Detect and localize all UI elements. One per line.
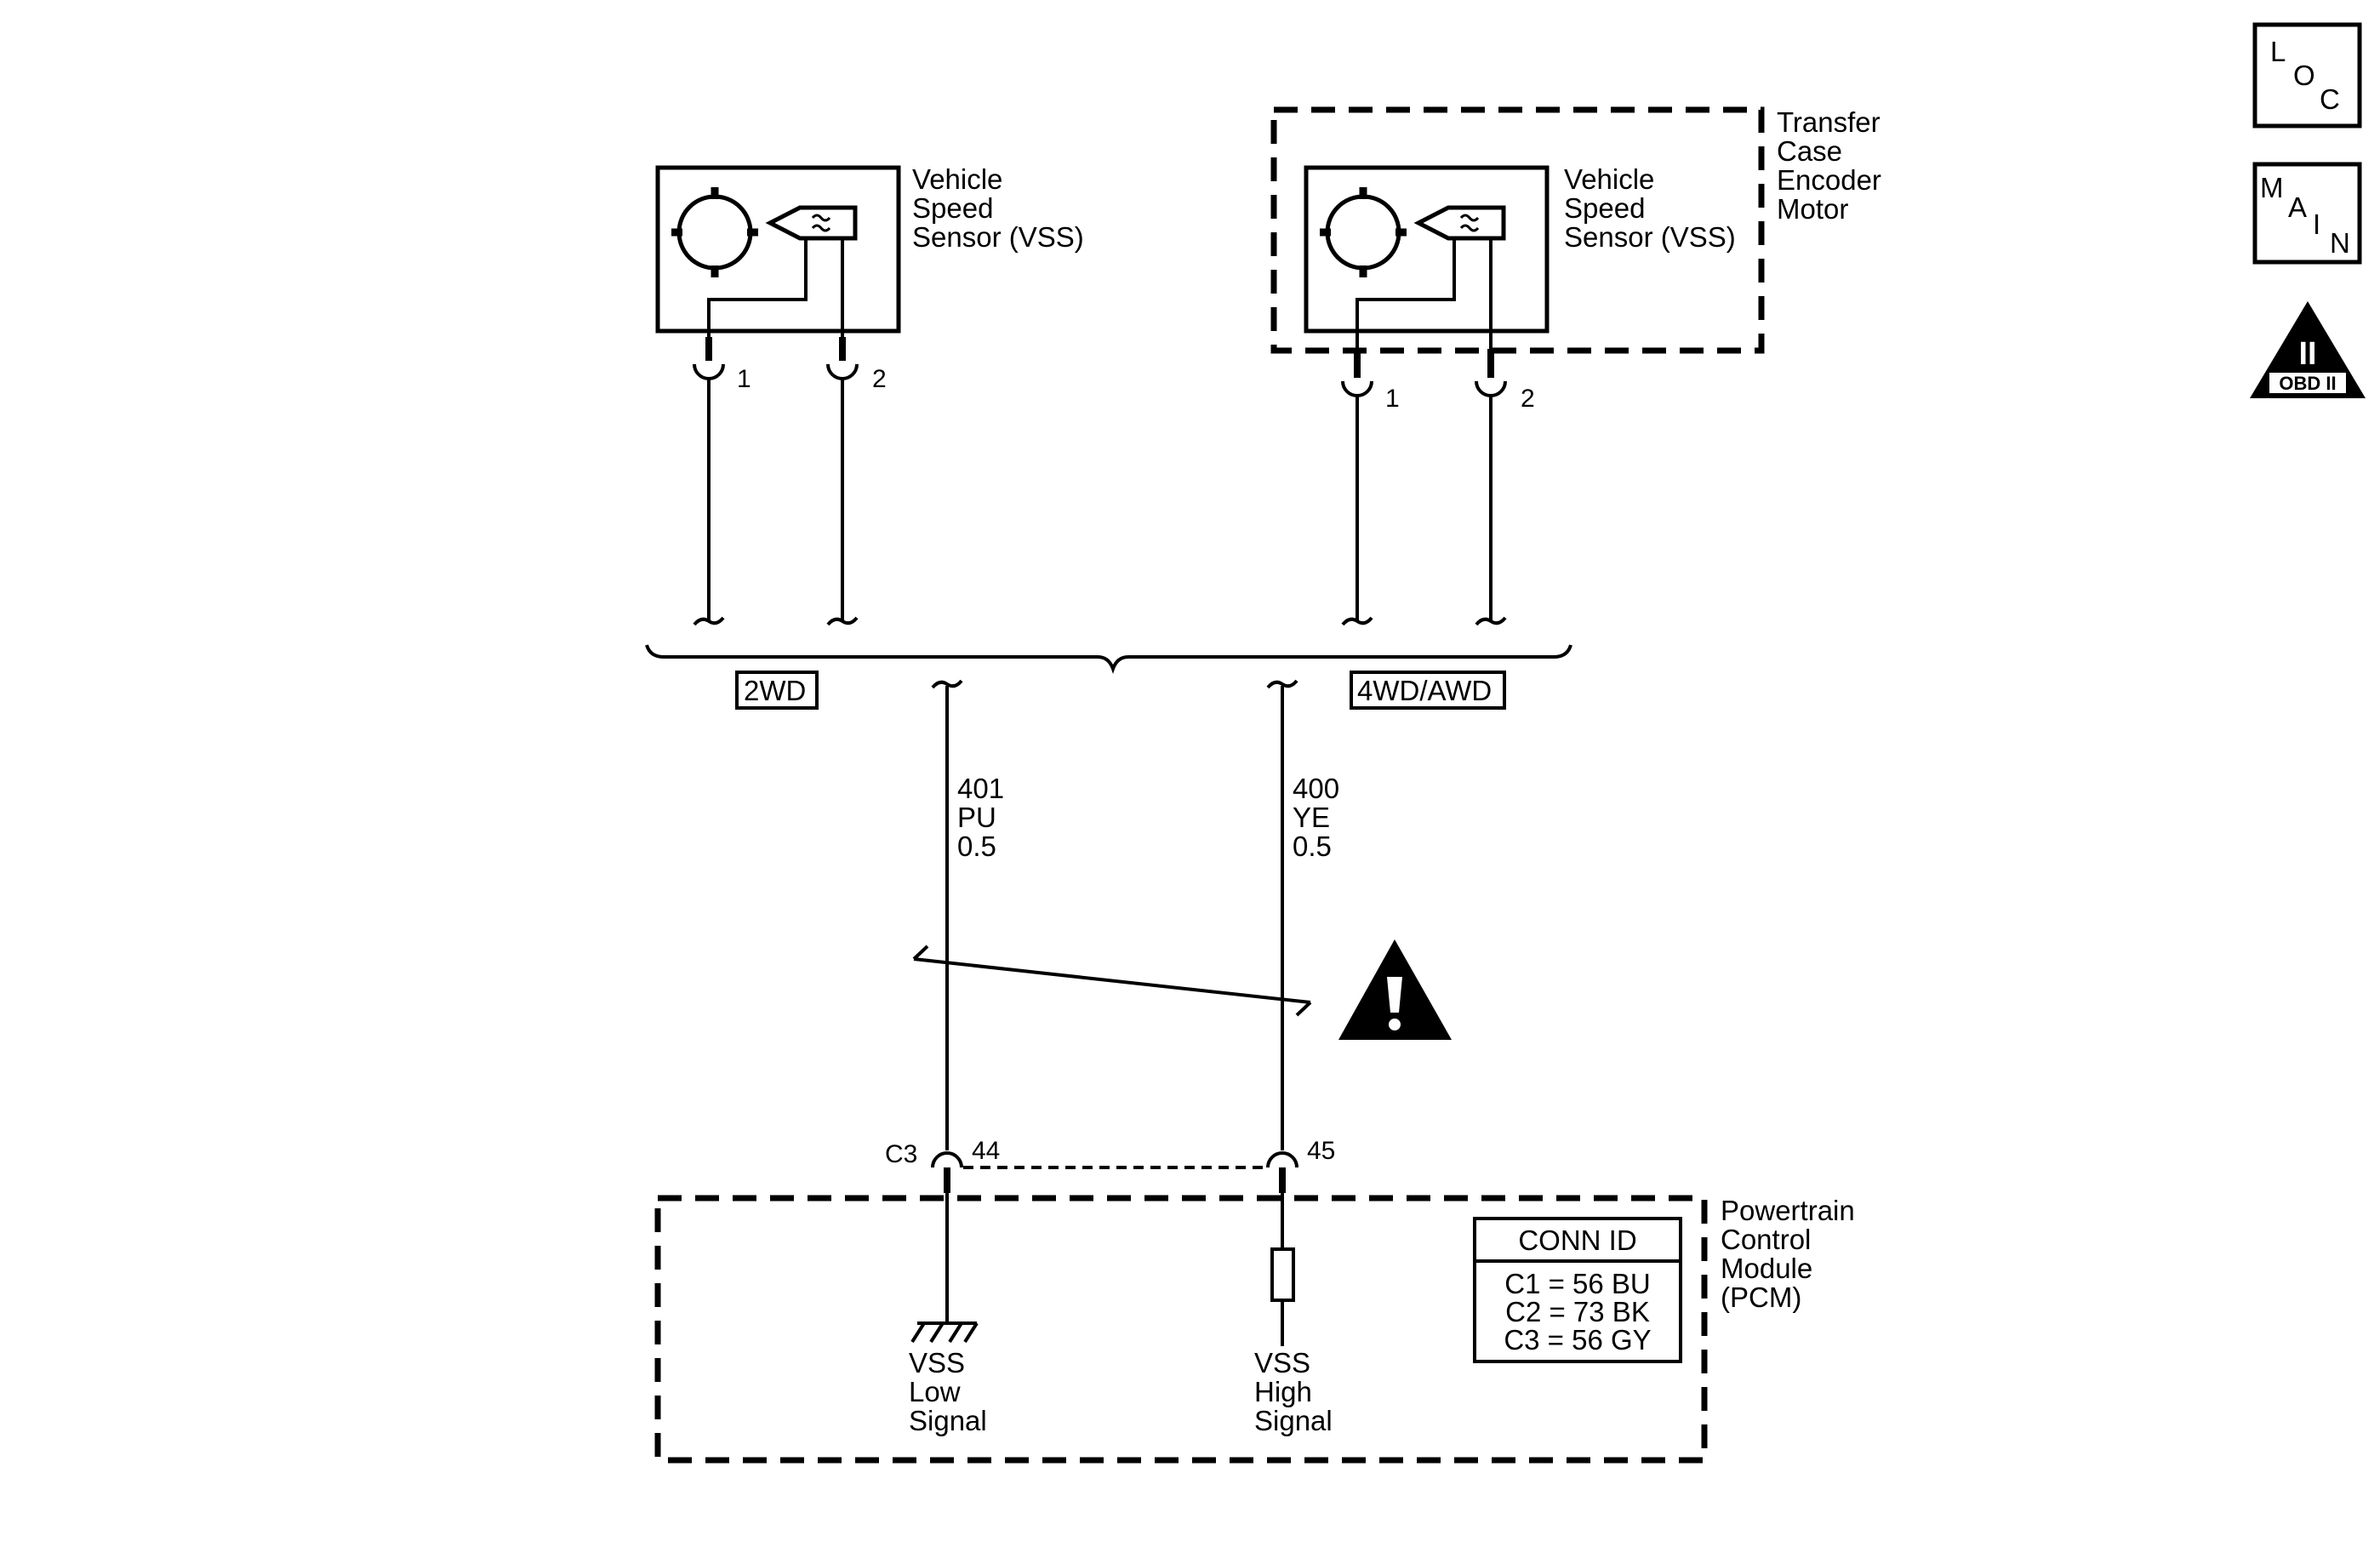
wire-401-label: 401 PU 0.5: [957, 773, 1012, 862]
vss-low-signal-label: VSS Low Signal: [909, 1347, 987, 1436]
vss-2wd-pin-2: 2: [872, 365, 887, 393]
conn-id-row: C1 = 56 BU: [1504, 1268, 1651, 1299]
obd-ii-button[interactable]: II OBD II: [2250, 301, 2366, 398]
sensor-probe-icon: [1413, 205, 1506, 241]
svg-text:I: I: [2313, 208, 2320, 240]
connector-c3-pin-44: 44: [972, 1137, 1000, 1165]
option-brace: 2WD 4WD/AWD: [645, 644, 1572, 710]
svg-text:OBD II: OBD II: [2279, 373, 2336, 394]
loc-button[interactable]: L O C: [2252, 22, 2362, 128]
pcm-label: Powertrain Control Module (PCM): [1721, 1195, 1863, 1313]
vss-2wd-label: Vehicle Speed Sensor (VSS): [912, 163, 1084, 253]
caution-icon: [1338, 939, 1452, 1040]
svg-text:O: O: [2293, 60, 2315, 91]
vss-4wd-label: Vehicle Speed Sensor (VSS): [1564, 163, 1736, 253]
conn-id-title: CONN ID: [1518, 1224, 1636, 1256]
main-button[interactable]: M A I N: [2252, 162, 2362, 265]
vss-sensor-4wd: 1 2 Vehicle Speed Sensor (VSS): [1304, 163, 1736, 626]
svg-text:A: A: [2288, 191, 2307, 223]
ground-icon: [910, 1321, 979, 1344]
sensor-probe-icon: [765, 205, 858, 241]
svg-text:C: C: [2320, 83, 2340, 115]
connector-c3-pin-45: 45: [1307, 1137, 1335, 1165]
connector-c3: C3 44 45: [885, 1137, 1335, 1193]
conn-id-row: C2 = 73 BK: [1505, 1296, 1650, 1327]
powertrain-control-module: Powertrain Control Module (PCM) VSS Low …: [654, 1193, 1863, 1464]
tone-wheel-icon: [1320, 187, 1407, 277]
tone-wheel-icon: [671, 187, 758, 277]
wire-400-label: 400 YE 0.5: [1293, 773, 1347, 862]
svg-text:L: L: [2270, 36, 2286, 67]
vss-4wd-pin-2: 2: [1521, 385, 1535, 413]
svg-text:N: N: [2330, 227, 2350, 259]
option-2wd-label: 2WD: [744, 675, 806, 706]
transfer-case-encoder-motor: Transfer Case Encoder Motor: [1270, 106, 1889, 354]
option-4wd-awd-label: 4WD/AWD: [1357, 675, 1492, 706]
vss-sensor-2wd: 1 2 Vehicle Speed Sensor (VSS): [655, 163, 1084, 626]
vss-2wd-pin-1: 1: [737, 365, 751, 393]
resistor-icon: [1270, 1247, 1295, 1302]
vss-high-signal-label: VSS High Signal: [1254, 1347, 1333, 1436]
wire-401: 401 PU 0.5: [931, 679, 1012, 1150]
connector-c3-name: C3: [885, 1140, 917, 1168]
svg-text:M: M: [2260, 172, 2284, 203]
svg-text:II: II: [2298, 336, 2316, 372]
wire-400: 400 YE 0.5: [1266, 679, 1347, 1150]
twisted-pair-indicator: [912, 945, 1312, 1017]
transfer-case-label: Transfer Case Encoder Motor: [1777, 106, 1889, 225]
vss-4wd-pin-1: 1: [1385, 385, 1400, 413]
conn-id-table: CONN ID C1 = 56 BU C2 = 73 BK C3 = 56 GY: [1473, 1217, 1682, 1363]
conn-id-row: C3 = 56 GY: [1504, 1324, 1651, 1356]
